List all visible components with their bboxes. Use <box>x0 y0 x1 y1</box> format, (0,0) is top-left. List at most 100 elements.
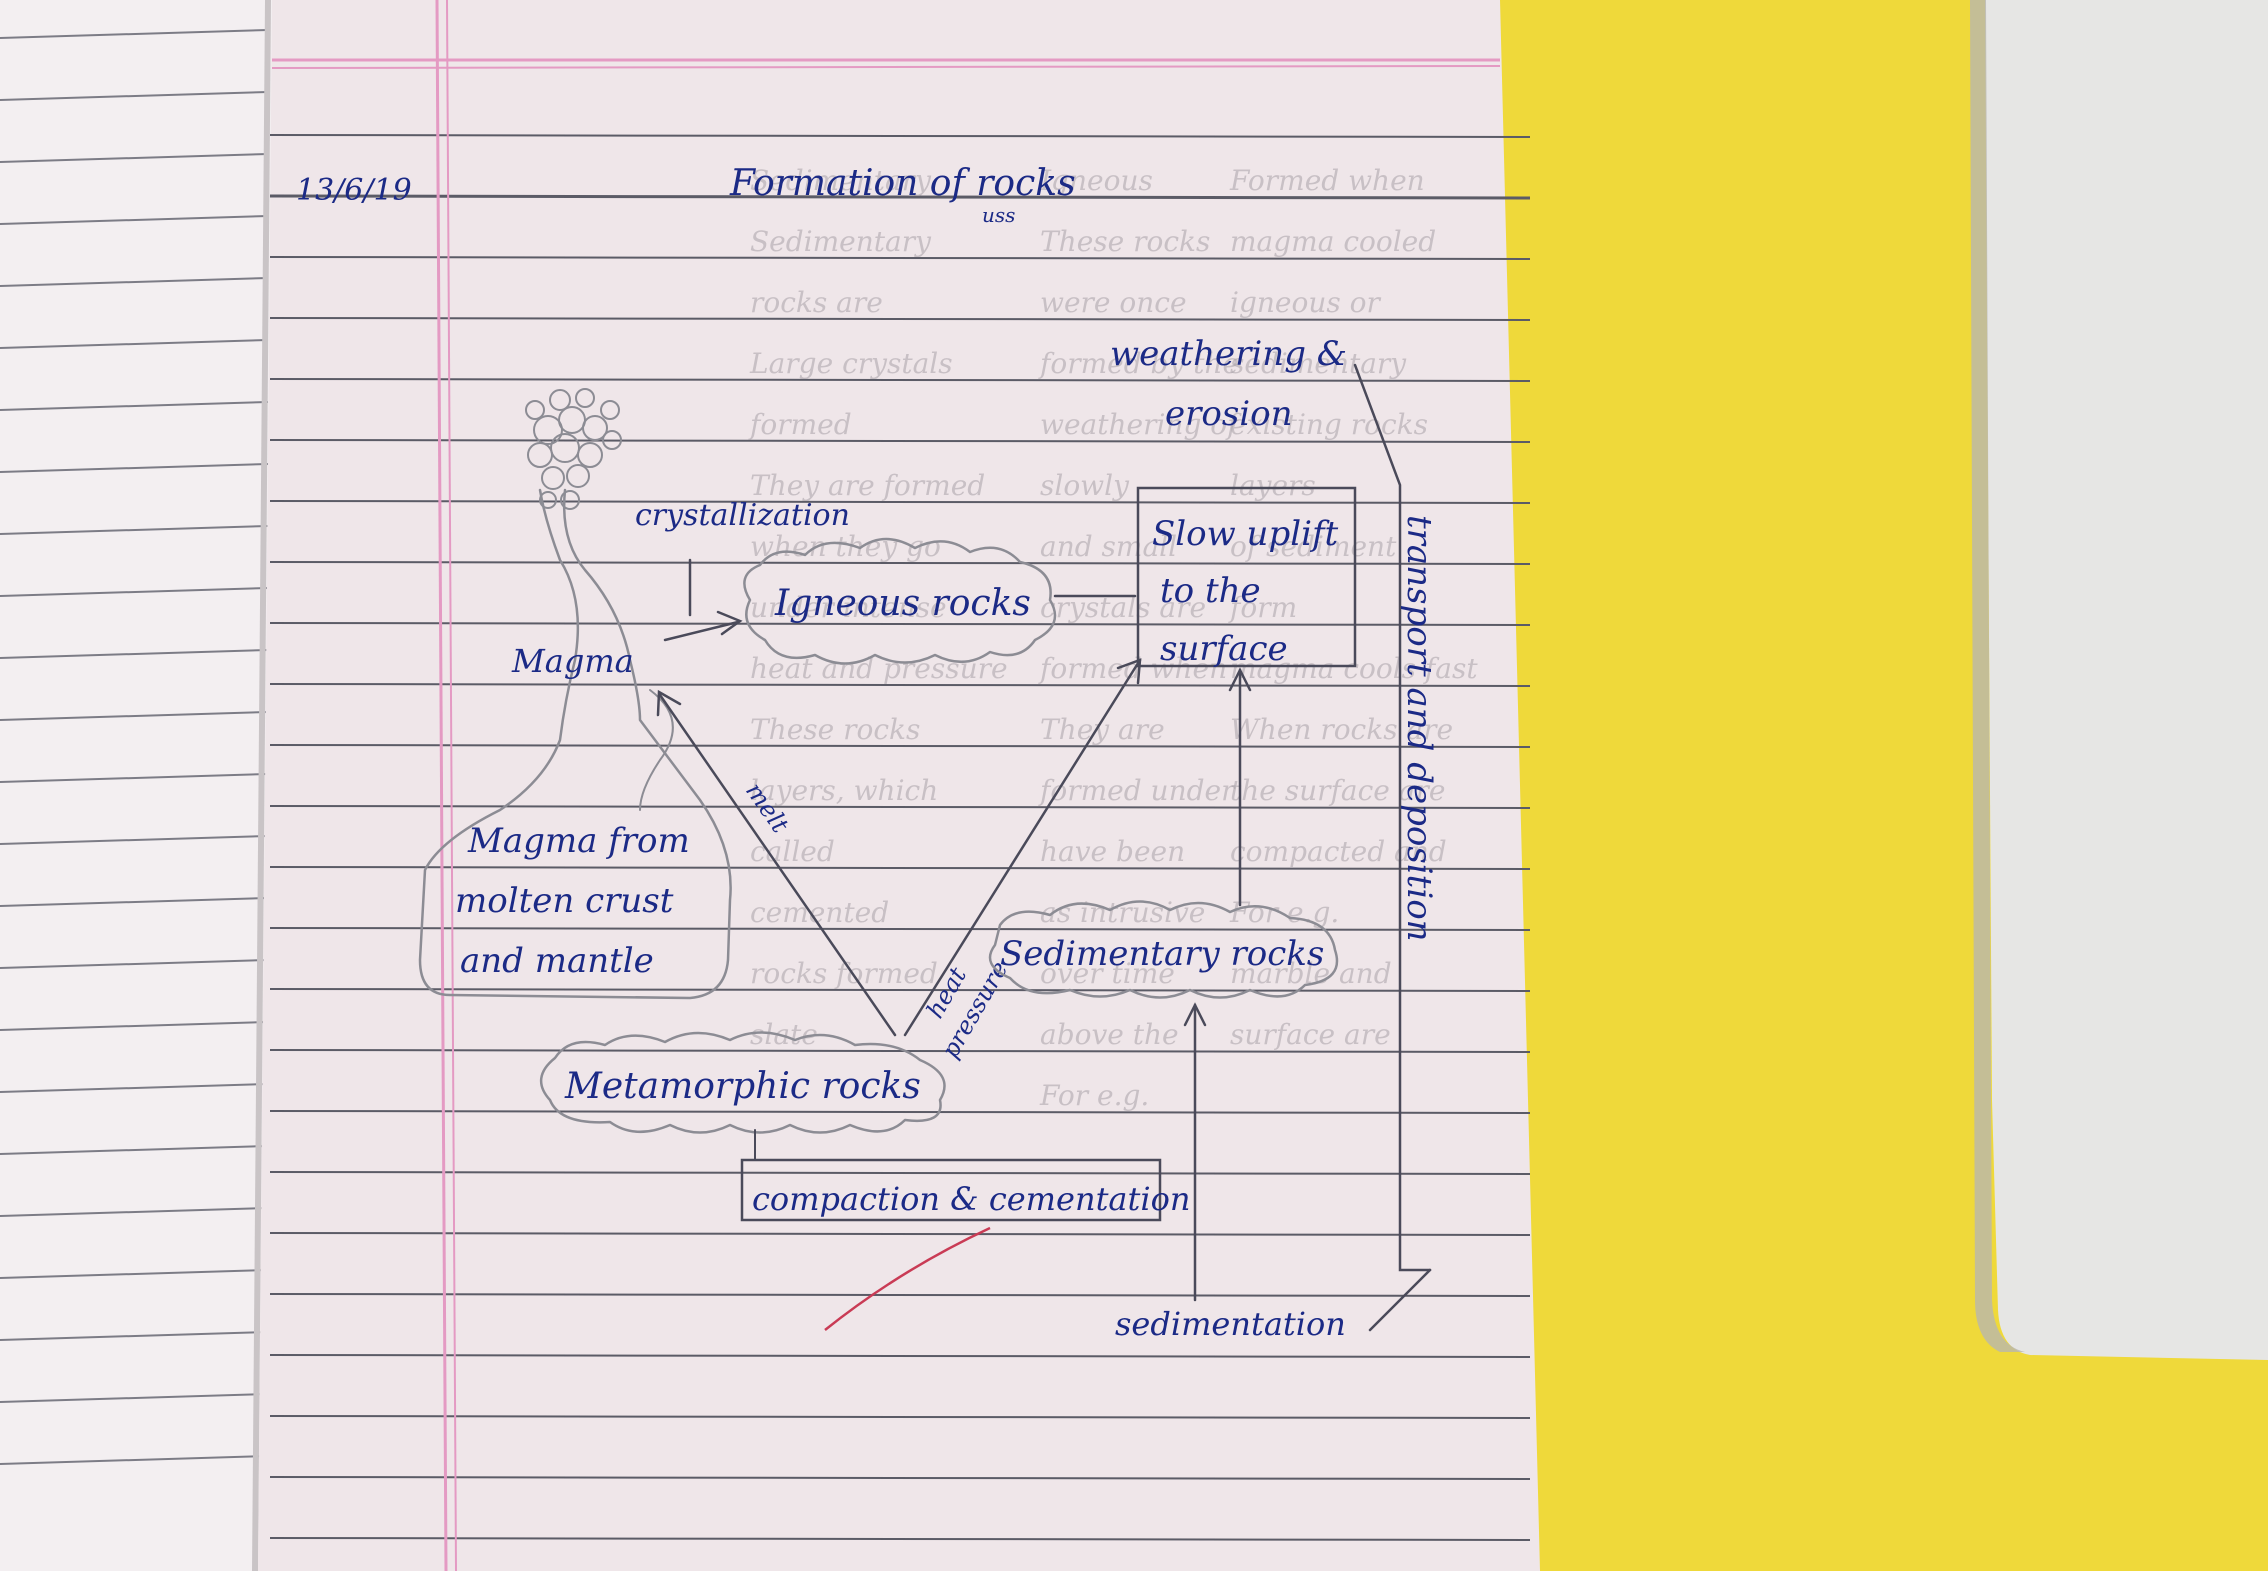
bleed-text: slate <box>750 1018 818 1051</box>
bleed-text: They are formed <box>750 469 985 502</box>
label-crystallization: crystallization <box>635 498 850 533</box>
right-rule-line <box>269 500 1531 504</box>
arrowhead-magma-igneous <box>716 610 743 636</box>
node-uplift-line2: to the <box>1160 571 1261 611</box>
page-gutter <box>252 0 271 1571</box>
left-rule-line <box>0 1021 269 1031</box>
left-rule-line <box>0 587 269 597</box>
left-rule-line <box>0 1145 269 1155</box>
right-rule-line <box>269 1049 1531 1053</box>
bleed-text: and small <box>1040 530 1177 563</box>
bleed-text: called <box>750 835 835 868</box>
right-rule-line <box>269 805 1531 809</box>
left-rule-line <box>0 1269 269 1279</box>
right-rule-line <box>269 317 1531 321</box>
bleed-text: formed <box>748 408 852 441</box>
right-rule-line <box>269 256 1531 260</box>
right-rule-line <box>269 134 1531 138</box>
sedimentary-cloud <box>988 900 1339 999</box>
arrowhead-sedimentation <box>1183 1002 1207 1027</box>
left-rule-line <box>0 215 269 225</box>
igneous-cloud <box>743 537 1057 665</box>
bleed-text: igneous or <box>1230 286 1382 319</box>
right-rule-line <box>269 866 1531 870</box>
arrowhead-melt <box>656 689 682 717</box>
red-pen-stroke <box>824 1226 991 1331</box>
left-rule-line <box>0 29 269 39</box>
node-uplift-line3: surface <box>1160 629 1288 669</box>
right-rule-line <box>269 439 1531 443</box>
node-magma-source-line3: and mantle <box>460 941 654 981</box>
bleed-text: were once <box>1040 286 1187 319</box>
left-rule-line <box>0 1455 269 1465</box>
bleed-text: form <box>1228 591 1297 624</box>
left-rule-line <box>0 277 269 287</box>
right-rule-line <box>269 683 1531 687</box>
left-rule-line <box>0 339 269 349</box>
node-uplift-line1: Slow uplift <box>1152 514 1339 554</box>
title-note: uss <box>982 203 1015 227</box>
node-compaction: compaction & cementation <box>752 1180 1190 1218</box>
left-rule-line <box>0 1331 269 1341</box>
bleed-text: as intrusive <box>1040 896 1205 929</box>
bleed-text: surface are <box>1230 1018 1391 1051</box>
rock-cycle-diagram: weathering & erosion crystallization Ign… <box>455 334 1439 1343</box>
node-metamorphic: Metamorphic rocks <box>564 1066 921 1107</box>
bleed-text: layers <box>1230 469 1316 502</box>
left-rule-line <box>0 649 269 659</box>
bleed-text: over time <box>1040 957 1175 990</box>
arrowhead-sedimentary-uplift <box>1228 667 1252 692</box>
laptop-corner <box>1985 0 2268 1360</box>
bleed-text: Large crystals <box>749 347 953 380</box>
compaction-box <box>740 1158 1162 1222</box>
left-rule-line <box>0 711 269 721</box>
bleed-text: have been <box>1040 835 1185 868</box>
bleed-text: rocks are <box>750 286 883 319</box>
bleed-text: When rocks are <box>1230 713 1453 746</box>
bleed-text: under intense <box>750 591 947 624</box>
right-rule-line <box>269 927 1531 931</box>
node-magma-source-line1: Magma from <box>467 821 690 861</box>
left-rule-line <box>0 897 269 907</box>
label-weathering: weathering & <box>1110 334 1347 374</box>
right-page-rules <box>269 134 1531 1541</box>
left-rule-line <box>0 1083 269 1093</box>
right-rule-line <box>269 1110 1531 1114</box>
bleed-text: compacted and <box>1230 835 1447 868</box>
bleed-text: magma cooled <box>1230 225 1436 258</box>
header-margin-line-2 <box>271 65 1501 69</box>
bleed-text: cemented <box>750 896 889 929</box>
bleed-text: weathering of <box>1040 408 1242 441</box>
transport-to-sedimentation <box>1368 1268 1432 1332</box>
bleed-text: Igneous <box>1039 164 1153 197</box>
left-rule-line <box>0 153 269 163</box>
arrow-magma-igneous <box>663 620 740 642</box>
label-erosion: erosion <box>1165 394 1293 434</box>
left-rule-line <box>0 773 269 783</box>
right-rule-line <box>269 1537 1531 1541</box>
label-sedimentation: sedimentation <box>1115 1305 1346 1343</box>
bleed-text: For e.g. <box>1229 896 1339 929</box>
left-margin-line-2 <box>446 0 457 1571</box>
left-page-rules <box>0 29 269 1465</box>
bleed-text: when they go <box>750 530 941 563</box>
right-rule-line <box>269 1354 1531 1358</box>
page-header: 13/6/19 Formation of rocks uss <box>296 163 1076 227</box>
right-rule-line <box>269 561 1531 565</box>
right-rule-line <box>269 1415 1531 1419</box>
left-rule-line <box>0 835 269 845</box>
left-rule-line <box>0 401 269 411</box>
right-rule-line <box>269 744 1531 748</box>
bleed-text: layers, which <box>750 774 938 807</box>
right-rule-line <box>269 1476 1531 1480</box>
left-rule-line <box>0 525 269 535</box>
bleed-text: above the <box>1040 1018 1179 1051</box>
bleed-text: These rocks <box>1040 225 1210 258</box>
bleed-text: the surface are <box>1230 774 1445 807</box>
arrow-heat-pressure <box>903 658 1142 1037</box>
right-rule-line <box>269 378 1531 382</box>
bleed-text: Formed when <box>1229 164 1425 197</box>
laptop-shadow <box>1970 0 2025 1352</box>
volcano-drawing <box>418 388 732 1000</box>
